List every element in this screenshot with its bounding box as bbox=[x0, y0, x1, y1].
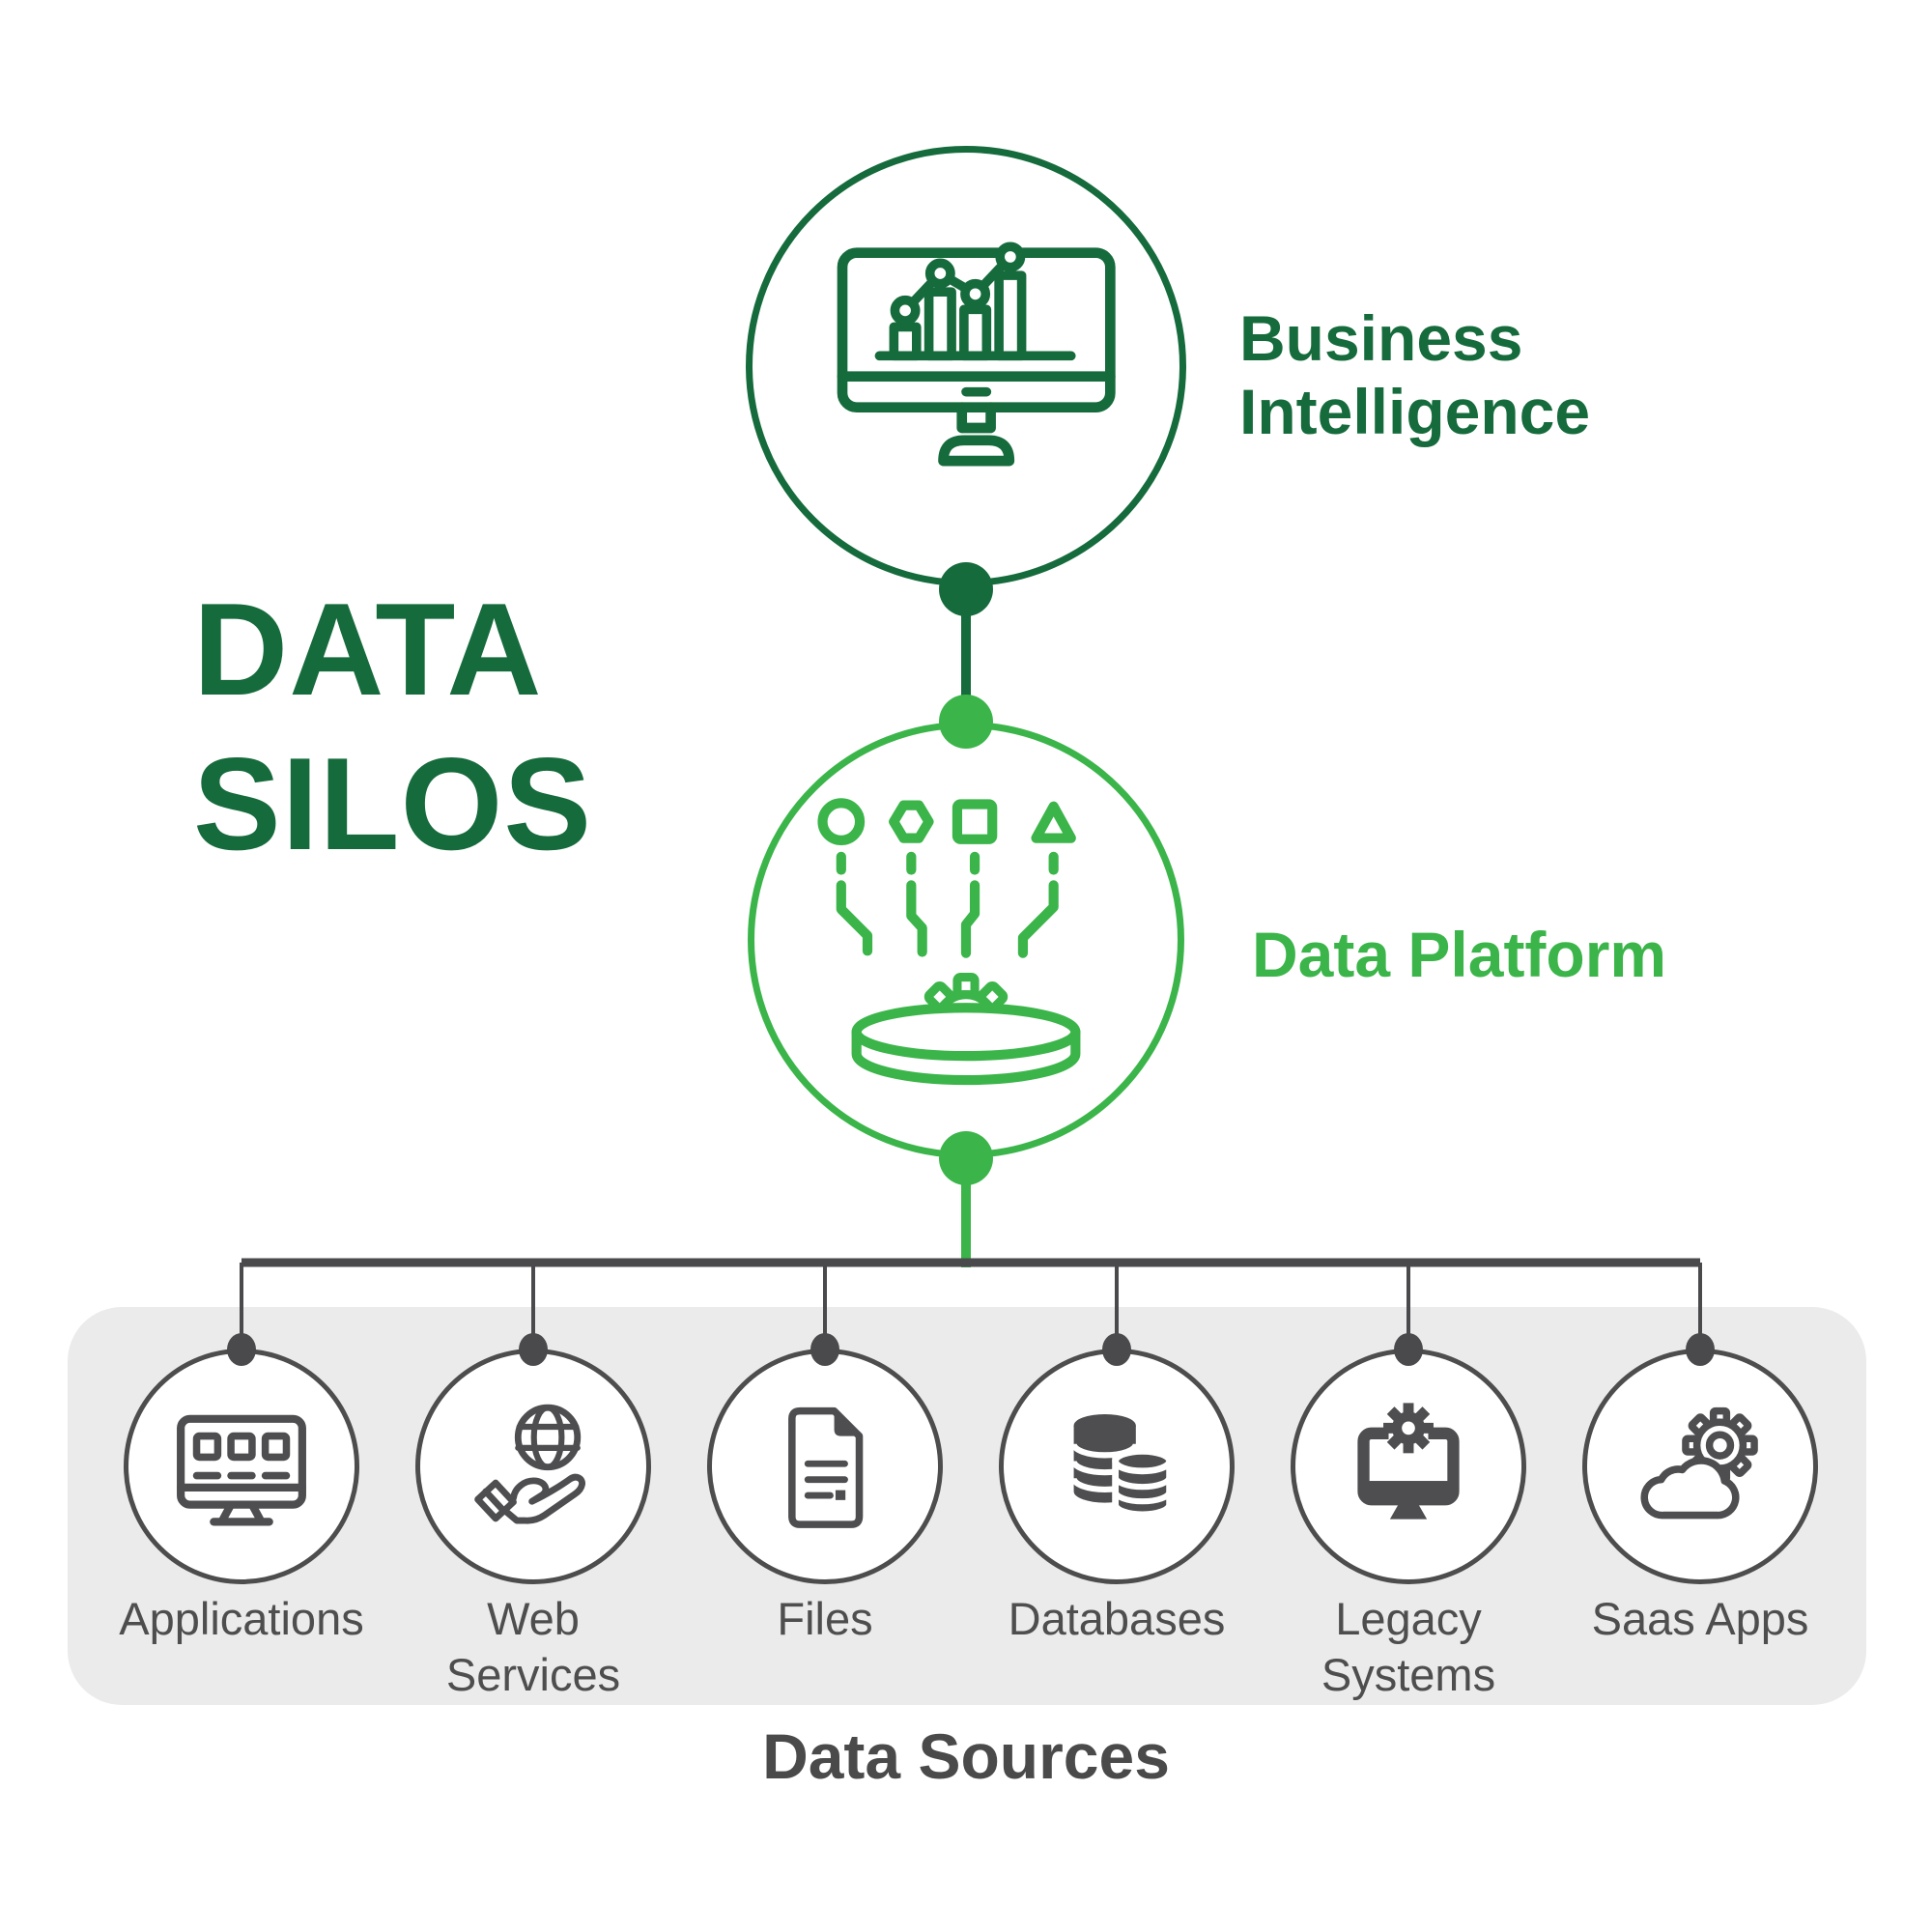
source-label-files: Files bbox=[777, 1593, 873, 1644]
source-node-legacy-systems bbox=[1291, 1349, 1526, 1584]
data-sources-heading: Data Sources bbox=[762, 1720, 1170, 1792]
source-node-files bbox=[707, 1349, 943, 1584]
business-intelligence-node bbox=[746, 146, 1186, 586]
monitor-chart-icon bbox=[837, 242, 1116, 467]
database-cylinders-icon bbox=[1070, 1414, 1174, 1519]
source-node-databases bbox=[999, 1349, 1235, 1584]
source-label-databases: Databases bbox=[1008, 1593, 1226, 1644]
data-platform-node bbox=[748, 722, 1184, 1158]
shapes-funnel-gear-bowl-icon bbox=[817, 798, 1081, 1086]
source-node-saas-apps bbox=[1582, 1349, 1818, 1584]
data-platform-label: Data Platform bbox=[1252, 919, 1667, 990]
source-node-applications bbox=[124, 1349, 359, 1584]
source-label-legacy-systems: Legacy Systems bbox=[1321, 1593, 1496, 1700]
page-title-line1: DATA bbox=[193, 576, 543, 723]
source-node-web-services bbox=[415, 1349, 651, 1584]
monitor-gear-icon bbox=[1357, 1403, 1460, 1520]
data-sources-panel bbox=[68, 1307, 1866, 1705]
bi-label-line1: Business bbox=[1239, 302, 1523, 374]
monitor-apps-icon bbox=[177, 1414, 306, 1526]
source-label-web-services: Web Services bbox=[445, 1593, 621, 1700]
bi-label-line2: Intelligence bbox=[1239, 376, 1591, 447]
page-title-line2: SILOS bbox=[193, 730, 593, 877]
hand-globe-icon bbox=[474, 1404, 585, 1524]
source-label-saas-apps: Saas Apps bbox=[1591, 1593, 1809, 1644]
source-label-applications: Applications bbox=[119, 1593, 364, 1644]
document-icon bbox=[788, 1406, 864, 1528]
cloud-gear-icon bbox=[1640, 1406, 1758, 1520]
